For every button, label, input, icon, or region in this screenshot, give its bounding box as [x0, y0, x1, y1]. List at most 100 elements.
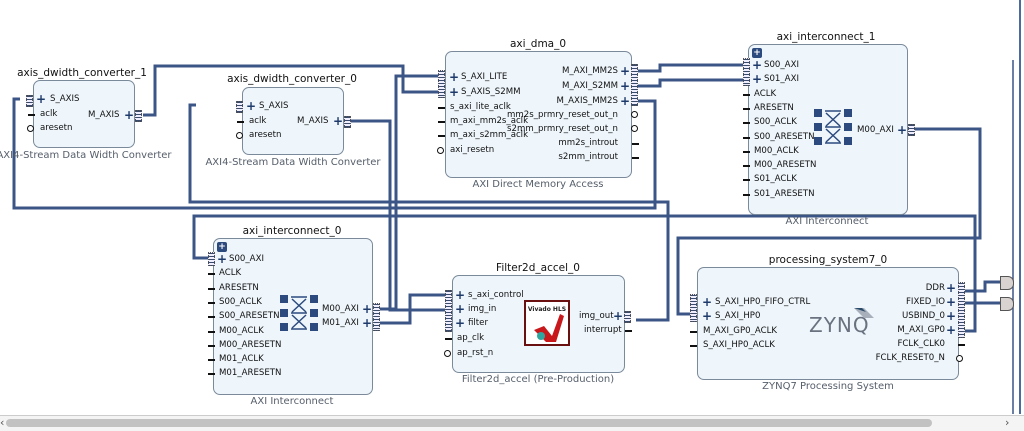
port-ap-clk[interactable]: ap_clk	[457, 333, 485, 343]
port-img-in[interactable]: img_in	[468, 304, 497, 314]
port-s-axi-control[interactable]: s_axi_control	[468, 290, 524, 300]
port-mm2s-prmry-reset-out-n[interactable]: mm2s_prmry_reset_out_n	[507, 110, 618, 120]
interface-connector[interactable]	[135, 110, 142, 122]
interface-connector[interactable]	[208, 252, 215, 266]
port-aclk[interactable]: aclk	[40, 109, 58, 119]
expand-plus-icon[interactable]: +	[246, 99, 257, 113]
expand-plus-icon[interactable]: +	[455, 316, 466, 330]
port-mm2s-introut[interactable]: mm2s_introut	[558, 138, 618, 148]
expand-plus-icon[interactable]: +	[946, 323, 957, 337]
port-s00-axi[interactable]: S00_AXI	[764, 60, 799, 70]
block-design-canvas[interactable]: axis_dwidth_converter_1 + S_AXIS aclk ar…	[0, 0, 1021, 414]
port-s01-aresetn[interactable]: S01_ARESETN	[754, 188, 815, 199]
port-s-axis[interactable]: S_AXIS	[50, 94, 80, 104]
scroll-right-icon[interactable]: ›	[1005, 416, 1010, 429]
port-aclk[interactable]: ACLK	[219, 268, 242, 279]
port-s-axis[interactable]: S_AXIS	[259, 101, 289, 111]
port-m00-aclk[interactable]: M00_ACLK	[754, 145, 799, 156]
interface-connector[interactable]	[690, 294, 697, 322]
port-s01-axi[interactable]: S01_AXI	[764, 74, 799, 85]
expand-plus-icon[interactable]: +	[36, 92, 47, 106]
port-fixed-io[interactable]: FIXED_IO	[905, 297, 945, 307]
port-m-axi-gp0-aclk[interactable]: M_AXI_GP0_ACLK	[703, 326, 778, 336]
port-s01-aclk[interactable]: S01_ACLK	[754, 174, 797, 185]
horizontal-scrollbar[interactable]: ‹ ›	[0, 415, 1024, 431]
port-aresetn[interactable]: aresetn	[249, 130, 282, 140]
port-ap-rst-n[interactable]: ap_rst_n	[457, 348, 494, 358]
port-usbind-0[interactable]: USBIND_0	[902, 311, 945, 321]
port-m01-axi[interactable]: M01_AXI	[322, 318, 359, 328]
port-m00-aclk[interactable]: M00_ACLK	[219, 325, 264, 336]
port-m-axis[interactable]: M_AXIS	[297, 116, 329, 126]
port-s00-aclk[interactable]: S00_ACLK	[754, 117, 797, 128]
interface-connector[interactable]	[438, 70, 445, 98]
expand-plus-icon[interactable]: +	[620, 94, 631, 108]
expand-plus-icon[interactable]: +	[752, 58, 763, 72]
expand-plus-icon[interactable]: +	[449, 85, 460, 99]
port-img-out[interactable]: img_out	[579, 311, 614, 321]
expand-plus-icon[interactable]: +	[455, 288, 466, 302]
scrollbar-thumb[interactable]	[6, 419, 932, 427]
expand-plus-icon[interactable]: +	[702, 295, 713, 309]
port-s-axis-s2mm[interactable]: S_AXIS_S2MM	[461, 87, 521, 97]
port-aresetn[interactable]: ARESETN	[219, 282, 259, 293]
port-s2mm-introut[interactable]: s2mm_introut	[558, 152, 618, 162]
expand-plus-icon[interactable]: +	[217, 252, 228, 266]
port-filter[interactable]: filter	[468, 318, 488, 328]
expand-hierarchy-icon[interactable]: +	[752, 48, 762, 58]
interface-connector[interactable]	[631, 64, 638, 106]
expand-plus-icon[interactable]: +	[752, 72, 763, 87]
port-aclk[interactable]: aclk	[249, 116, 267, 126]
port-m-axis[interactable]: M_AXIS	[88, 110, 120, 120]
expand-plus-icon[interactable]: +	[620, 79, 631, 93]
port-s00-aresetn[interactable]: S00_ARESETN	[219, 311, 280, 322]
expand-hierarchy-icon[interactable]: +	[217, 242, 227, 252]
port-m-axi-s2mm[interactable]: M_AXI_S2MM	[561, 81, 618, 91]
expand-plus-icon[interactable]: +	[946, 281, 957, 295]
interface-connector[interactable]	[236, 101, 243, 113]
port-m00-axi[interactable]: M00_AXI	[322, 304, 359, 314]
port-s00-aclk[interactable]: S00_ACLK	[219, 296, 262, 307]
port-s-axi-lite-aclk[interactable]: s_axi_lite_aclk	[450, 102, 511, 112]
interface-connector[interactable]	[26, 95, 33, 107]
port-axi-resetn[interactable]: axi_resetn	[450, 145, 495, 155]
interface-connector[interactable]	[958, 282, 965, 338]
expand-plus-icon[interactable]: +	[362, 302, 373, 316]
expand-plus-icon[interactable]: +	[946, 309, 957, 323]
external-port-fixed-io[interactable]	[1000, 297, 1014, 311]
port-s-axi-hp0-fifo-ctrl[interactable]: S_AXI_HP0_FIFO_CTRL	[715, 297, 811, 307]
expand-plus-icon[interactable]: +	[449, 70, 460, 84]
port-m-axi-mm2s[interactable]: M_AXI_MM2S	[561, 66, 618, 76]
port-s00-axi[interactable]: S00_AXI	[229, 254, 264, 264]
port-s-axi-lite[interactable]: S_AXI_LITE	[461, 72, 508, 82]
port-fclk-reset0-n[interactable]: FCLK_RESET0_N	[875, 353, 945, 363]
port-m00-aresetn[interactable]: M00_ARESETN	[219, 339, 282, 350]
interface-connector[interactable]	[743, 58, 750, 86]
expand-plus-icon[interactable]: +	[333, 114, 344, 128]
interface-connector[interactable]	[373, 303, 380, 331]
expand-plus-icon[interactable]: +	[946, 295, 957, 309]
port-m01-aresetn[interactable]: M01_ARESETN	[219, 368, 282, 379]
scroll-left-icon[interactable]: ‹	[0, 416, 5, 429]
expand-plus-icon[interactable]: +	[702, 309, 713, 323]
port-aclk[interactable]: ACLK	[754, 88, 777, 99]
port-m-axi-s2mm-aclk[interactable]: m_axi_s2mm_aclk	[450, 130, 529, 140]
port-fclk-clk0[interactable]: FCLK_CLK0	[897, 339, 945, 349]
port-m-axi-mm2s-aclk[interactable]: m_axi_mm2s_aclk	[450, 116, 529, 126]
external-port-ddr[interactable]	[1000, 276, 1014, 290]
expand-plus-icon[interactable]: +	[455, 302, 466, 316]
expand-plus-icon[interactable]: +	[897, 123, 908, 137]
port-aresetn[interactable]: ARESETN	[754, 102, 794, 113]
port-m-axi-gp0[interactable]: M_AXI_GP0	[897, 325, 945, 335]
interface-connector[interactable]	[624, 311, 631, 323]
expand-plus-icon[interactable]: +	[124, 108, 135, 122]
port-s-axi-hp0-aclk[interactable]: S_AXI_HP0_ACLK	[703, 340, 775, 350]
interface-connector[interactable]	[344, 116, 351, 128]
port-interrupt[interactable]: interrupt	[584, 325, 622, 335]
interface-connector[interactable]	[908, 124, 915, 136]
interface-connector[interactable]	[445, 290, 452, 332]
port-m00-aresetn[interactable]: M00_ARESETN	[754, 160, 817, 171]
port-m00-axi[interactable]: M00_AXI	[857, 125, 894, 135]
expand-plus-icon[interactable]: +	[620, 64, 631, 78]
port-m-axis-mm2s[interactable]: M_AXIS_MM2S	[556, 96, 618, 106]
